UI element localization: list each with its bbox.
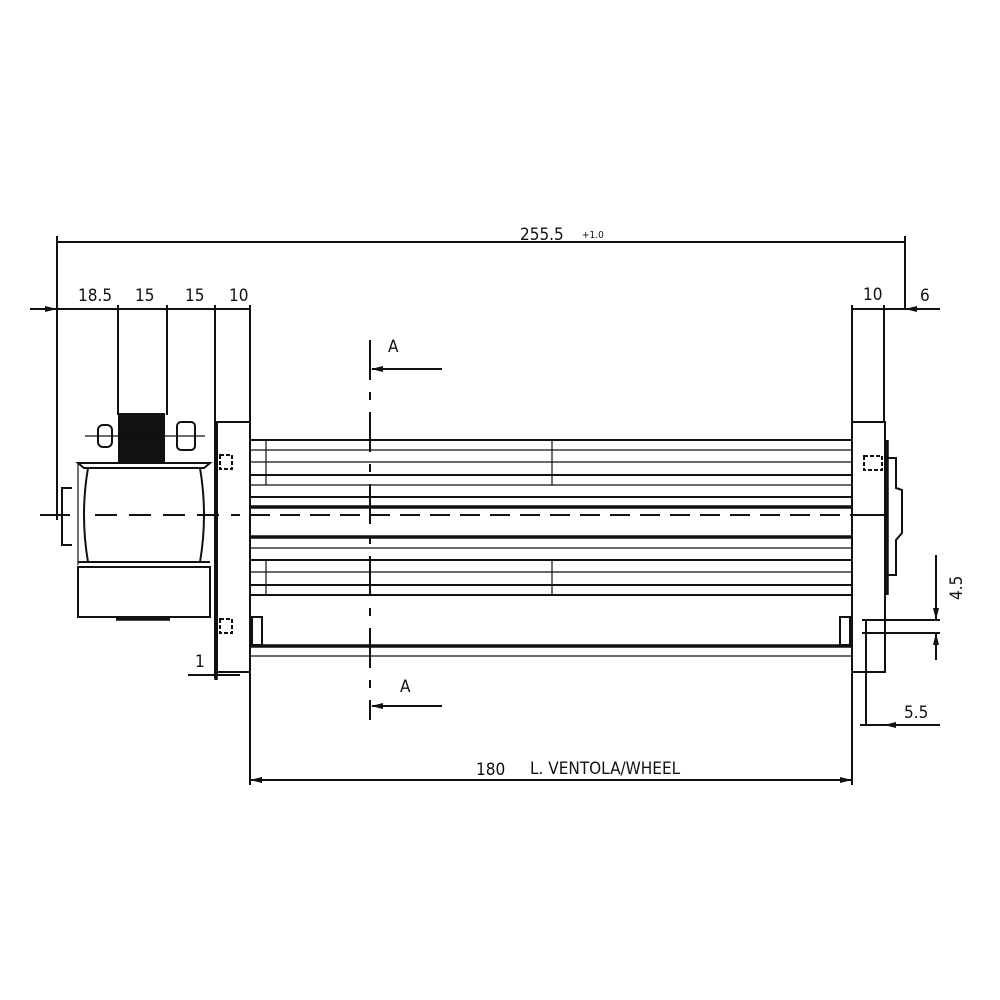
dim-10-right: 10 (863, 285, 882, 305)
dim-6: 6 (920, 286, 930, 306)
section-label-bottom: A (400, 677, 411, 697)
dim-18-5: 18.5 (78, 286, 112, 306)
dim-180: 180 (476, 760, 505, 780)
wheel-length-dimension (249, 660, 852, 785)
dim-4-5: 4.5 (947, 576, 967, 600)
section-label-top: A (388, 337, 399, 357)
dim-5-5: 5.5 (904, 703, 928, 723)
dim-1: 1 (195, 652, 205, 672)
dim-15-b: 15 (185, 286, 204, 306)
fan-wheel (250, 439, 852, 657)
wheel-label: L. VENTOLA/WHEEL (530, 759, 681, 779)
left-flange (188, 421, 251, 680)
motor (40, 413, 240, 621)
overall-dimension (56, 236, 906, 520)
overall-tolerance-label: +1.0 (582, 230, 604, 241)
dim-10-left: 10 (229, 286, 248, 306)
dim-15-a: 15 (135, 286, 154, 306)
right-flange (851, 421, 940, 728)
section-line-a (369, 340, 442, 720)
overall-length-label: 255.5 (520, 225, 564, 245)
